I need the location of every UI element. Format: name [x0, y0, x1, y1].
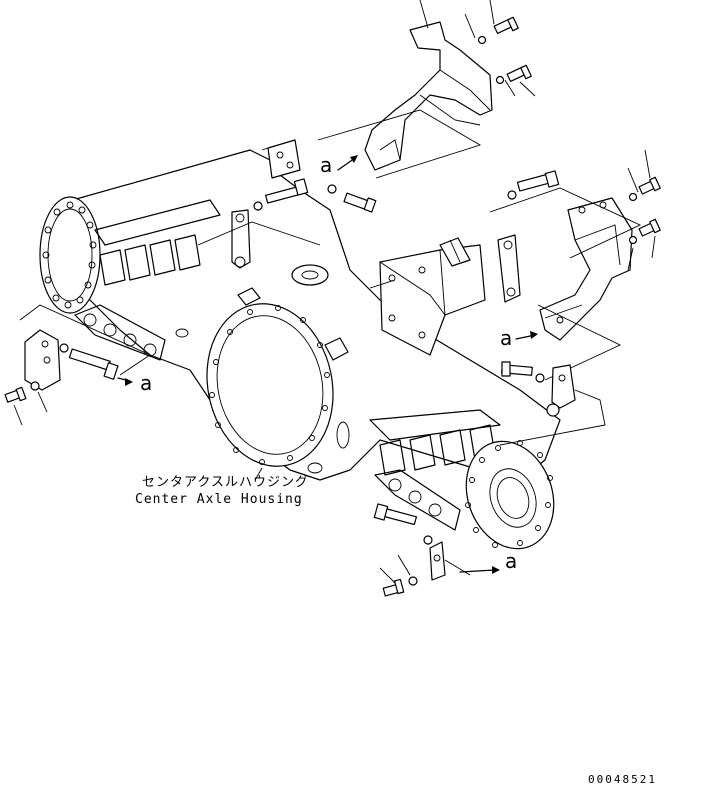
upper-bracket-assembly	[317, 0, 536, 179]
bolt-with-nut	[253, 178, 309, 211]
right-middle-mount-bracket	[551, 364, 576, 409]
washer	[423, 535, 433, 545]
bolt	[638, 176, 661, 195]
washer	[495, 75, 505, 85]
hinge-bracket	[261, 139, 301, 179]
bolt	[68, 348, 119, 380]
washer	[507, 190, 517, 200]
bolt	[373, 503, 418, 526]
left-mount-bracket	[19, 304, 151, 391]
washer	[628, 192, 638, 202]
bolt	[493, 16, 519, 35]
washer	[546, 403, 560, 417]
right-lower-mount-bracket	[429, 541, 446, 581]
washer	[30, 381, 40, 391]
bolt	[506, 64, 532, 83]
center-box-bracket	[379, 237, 486, 356]
small-link	[497, 234, 521, 303]
bolt	[4, 386, 27, 403]
right-upper-bracket	[539, 197, 633, 341]
reference-mark-a: a	[320, 153, 332, 177]
bolt	[516, 170, 560, 192]
arrow-leader	[459, 569, 496, 573]
housing-label-english: Center Axle Housing	[135, 492, 303, 507]
washer	[628, 235, 638, 245]
bolt	[501, 361, 533, 377]
arrow-head	[125, 378, 133, 386]
washer	[477, 35, 487, 45]
center-bore-bolt-holes	[209, 305, 330, 465]
right-flange-bolt-holes	[465, 440, 553, 548]
arrow-head	[350, 155, 358, 163]
washer	[535, 373, 545, 383]
housing-label-japanese: センタアクスルハウジング	[142, 475, 309, 490]
drawing-number: 00048521	[588, 773, 657, 786]
bolt	[638, 218, 661, 237]
center-axle-housing	[39, 149, 561, 550]
bolt	[382, 578, 405, 597]
reference-mark-a: a	[500, 326, 512, 350]
bolt	[343, 192, 377, 213]
reference-mark-a: a	[505, 549, 517, 573]
washer	[408, 576, 418, 586]
washer	[327, 184, 337, 194]
link-arm	[231, 209, 251, 269]
reference-mark-a: a	[140, 371, 152, 395]
arrow-head	[530, 331, 538, 339]
left-flange-bolt-holes	[42, 201, 97, 309]
arrow-head	[492, 566, 500, 574]
